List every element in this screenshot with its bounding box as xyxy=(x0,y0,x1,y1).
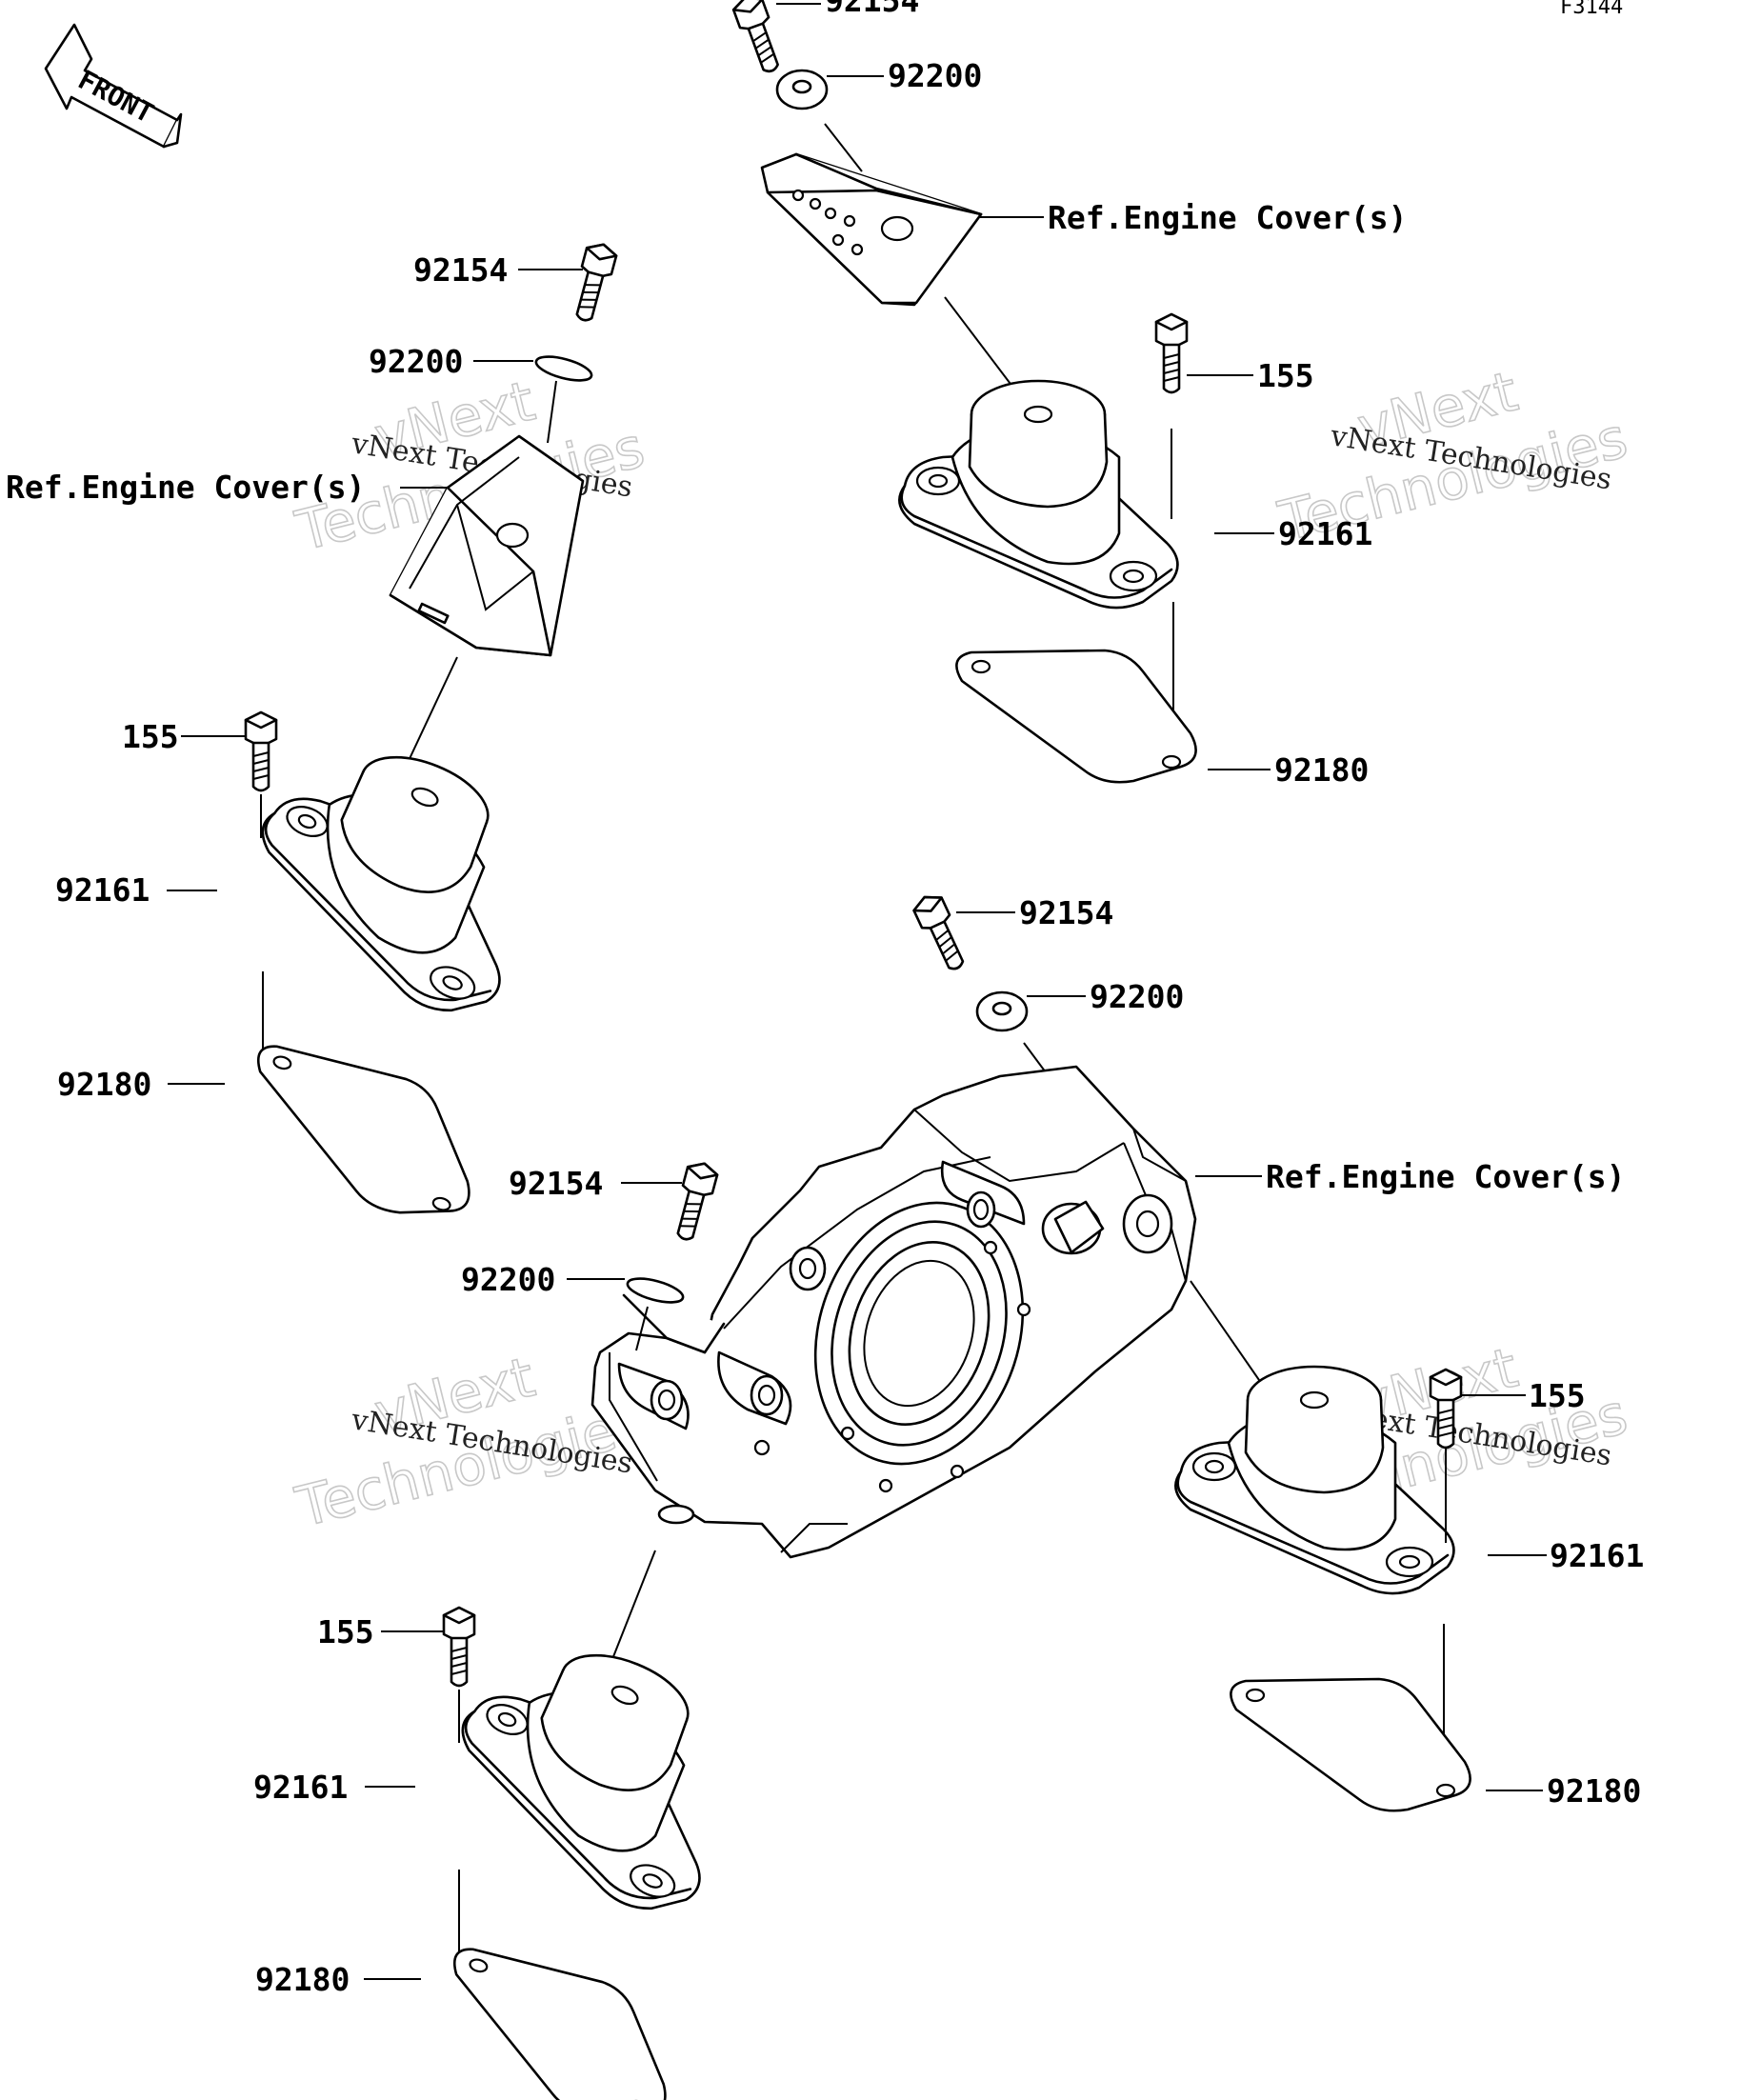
bolt-icon xyxy=(442,1606,476,1688)
part-label-ml-mount: 92161 xyxy=(55,871,150,909)
rubber-mount-icon xyxy=(898,379,1179,610)
part-label-rb-mount: 92161 xyxy=(1550,1537,1644,1574)
gasket-plate-icon xyxy=(955,649,1197,784)
bolt-icon xyxy=(1154,312,1189,394)
part-label-ml-bolt: 155 xyxy=(122,718,179,755)
part-label-tr-plate: 92180 xyxy=(1274,751,1369,789)
washer-icon xyxy=(534,355,593,382)
rubber-mount-icon xyxy=(222,712,569,1030)
engine-bracket-left xyxy=(389,434,585,657)
bolt-icon xyxy=(909,889,973,976)
part-label-c-bolt: 92154 xyxy=(509,1165,603,1202)
part-label-mid-washer: 92200 xyxy=(1090,978,1184,1015)
part-label-ml-plate: 92180 xyxy=(57,1066,151,1103)
engine-bracket-top xyxy=(760,152,983,307)
part-label-top-washer: 92200 xyxy=(888,57,982,94)
bolt-icon xyxy=(244,710,278,792)
gasket-plate-icon xyxy=(1230,1677,1471,1812)
part-label-tl-bolt: 92154 xyxy=(413,251,508,289)
part-label-top-ref: Ref.Engine Cover(s) xyxy=(1048,199,1408,236)
part-label-top-bolt: 92154 xyxy=(825,0,919,19)
left-assembly: 92154 92200 Ref.Engine Cover(s) 155 9216… xyxy=(6,239,620,1231)
front-arrow-icon: FRONT xyxy=(44,23,183,149)
washer-icon xyxy=(626,1277,685,1304)
part-label-tr-bolt: 155 xyxy=(1257,357,1314,394)
bolt-icon xyxy=(730,0,788,78)
part-label-mid-bolt: 92154 xyxy=(1019,894,1113,931)
part-label-rb-plate: 92180 xyxy=(1547,1772,1641,1810)
part-label-c-washer: 92200 xyxy=(461,1261,555,1298)
engine-case xyxy=(590,1065,1197,1559)
rubber-mount-icon xyxy=(422,1610,769,1929)
part-label-lb-bolt: 155 xyxy=(317,1613,374,1650)
top-assembly: 92154 92200 Ref.Engine Cover(s) 155 9216… xyxy=(730,0,1408,789)
figure-code: F3144 xyxy=(1560,0,1623,19)
part-label-lb-mount: 92161 xyxy=(253,1769,348,1806)
washer-icon xyxy=(775,69,829,110)
part-label-rb-bolt: 155 xyxy=(1529,1377,1586,1414)
watermark-upper-right: vNext Technologies vNext Technologies xyxy=(1271,358,1634,555)
bolt-icon xyxy=(668,1158,721,1245)
part-label-tl-washer: 92200 xyxy=(369,343,463,380)
part-label-tr-mount: 92161 xyxy=(1278,515,1372,552)
washer-icon xyxy=(975,990,1029,1032)
gasket-plate-icon xyxy=(423,1942,692,2100)
gasket-plate-icon xyxy=(227,1039,496,1231)
center-assembly: 92154 92200 xyxy=(253,889,1644,2100)
part-label-tl-ref: Ref.Engine Cover(s) xyxy=(6,469,366,506)
bolt-icon xyxy=(567,239,620,326)
part-label-lb-plate: 92180 xyxy=(255,1961,350,1998)
part-label-mid-ref: Ref.Engine Cover(s) xyxy=(1266,1158,1626,1195)
